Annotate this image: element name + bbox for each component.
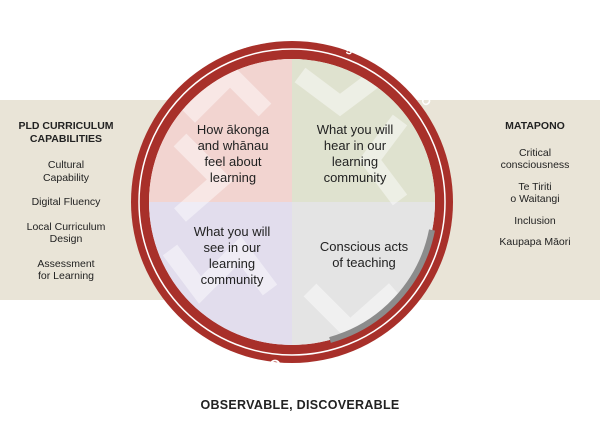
left-item-local-curriculum-design: Local Curriculum Design [0, 221, 132, 246]
right-item-line: Kaupapa Māori [499, 236, 571, 248]
magnifier-icon [269, 359, 283, 373]
ring-label-titiro: TITIRO [287, 363, 328, 375]
left-item-line: Design [49, 233, 83, 245]
q-top-left-line-1: How ākonga [197, 122, 270, 137]
right-item-inclusion: Inclusion [470, 215, 600, 228]
left-item-cultural-capability: Cultural Capability [0, 159, 132, 184]
q-bottom-left-line-3: learning [209, 256, 255, 271]
left-item-line: Assessment [37, 257, 95, 270]
right-item-line: Inclusion [514, 214, 556, 227]
q-bottom-right-line-1: Conscious acts [320, 239, 409, 254]
left-panel-heading: PLD CURRICULUM CAPABILITIES [0, 120, 132, 145]
right-item-line: consciousness [500, 159, 570, 171]
left-panel-heading-line2: CAPABILITIES [29, 132, 103, 145]
left-item-digital-fluency: Digital Fluency [0, 196, 132, 209]
q-bottom-right-line-2: of teaching [332, 255, 396, 270]
q-bottom-left-line-2: see in our [203, 240, 261, 255]
right-item-line: Te Tiriti [518, 180, 552, 193]
q-top-right-line-2: hear in our [324, 138, 387, 153]
right-item-kaupapa-maori: Kaupapa Māori [470, 236, 600, 249]
q-top-left-line-4: learning [210, 170, 256, 185]
left-item-line: Cultural [47, 159, 85, 171]
left-item-line: Capability [42, 171, 90, 184]
right-item-line: Critical [518, 146, 552, 159]
right-item-line: o Waitangi [510, 193, 560, 205]
q-top-left-line-2: and whānau [198, 138, 269, 153]
hands-icon [167, 70, 185, 89]
right-item-te-tiriti: Te Tiriti o Waitangi [470, 181, 600, 206]
right-panel: MATAPONO Critical consciousness Te Tirit… [470, 120, 600, 258]
left-panel: PLD CURRICULUM CAPABILITIES Cultural Cap… [0, 120, 132, 295]
left-item-line: Digital Fluency [31, 196, 101, 208]
ring-inner-stroke [138, 48, 446, 356]
q-top-left-line-3: feel about [204, 154, 261, 169]
right-panel-heading: MATAPONO [505, 120, 565, 132]
left-item-line: for Learning [37, 270, 95, 282]
quadrant-texts: How ākonga and whānau feel about learnin… [194, 122, 409, 287]
footer-caption: OBSERVABLE, DISCOVERABLE [200, 398, 400, 412]
q-top-right-line-1: What you will [317, 122, 394, 137]
left-item-assessment-for-learning: Assessment for Learning [0, 258, 132, 283]
left-item-line: Local Curriculum [26, 220, 106, 233]
q-bottom-left-line-4: community [201, 272, 264, 287]
ear-icon [345, 38, 363, 55]
q-top-right-line-3: learning [332, 154, 378, 169]
grey-arc [329, 229, 435, 343]
q-top-right-line-4: community [324, 170, 387, 185]
right-item-critical-consciousness: Critical consciousness [470, 147, 600, 172]
q-bottom-left-line-1: What you will [194, 224, 271, 239]
left-panel-heading-line1: PLD CURRICULUM [18, 120, 114, 132]
